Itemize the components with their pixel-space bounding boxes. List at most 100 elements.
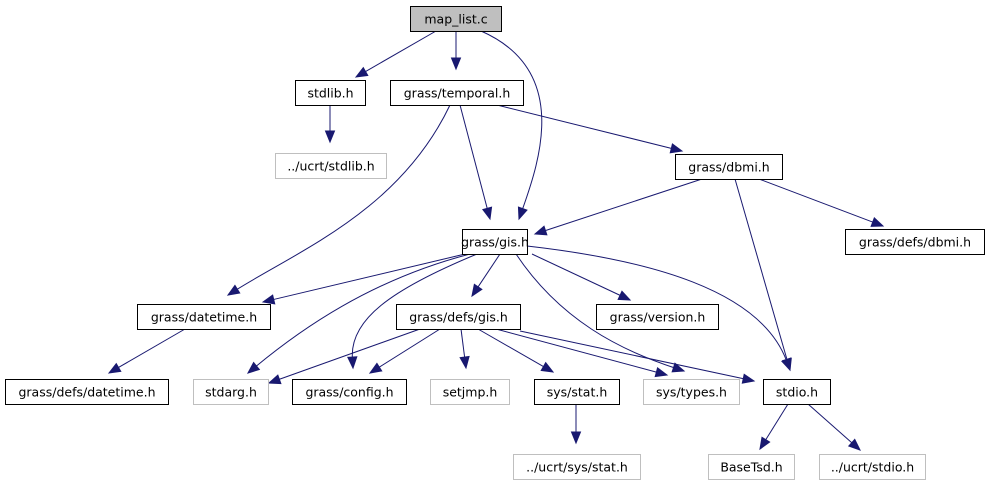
edge-line	[734, 178, 788, 361]
node-box[interactable]	[596, 304, 719, 330]
arrowhead-icon	[741, 373, 756, 384]
node-label: stdio.h	[776, 385, 818, 400]
node-box[interactable]	[675, 154, 783, 180]
node-label: grass/defs/gis.h	[409, 310, 508, 325]
node-grass-version-h[interactable]: grass/version.h	[596, 304, 719, 330]
node-box[interactable]	[390, 80, 524, 106]
node-box	[430, 379, 510, 405]
node-box[interactable]	[292, 379, 407, 405]
edge-line	[495, 328, 658, 373]
node-grass-temporal-h[interactable]: grass/temporal.h	[390, 80, 524, 106]
node-label: grass/datetime.h	[151, 310, 257, 325]
arrowhead-icon	[226, 284, 241, 296]
edge-grass-defs-gis-h-to-sys-types-h	[495, 328, 669, 378]
node-stdio-h[interactable]: stdio.h	[763, 379, 831, 405]
nodes-layer: map_list.c stdlib.h grass/temporal.h ../ucr…	[5, 6, 985, 480]
arrowhead-icon	[471, 283, 483, 298]
node-box[interactable]	[410, 6, 502, 32]
arrowhead-icon	[617, 290, 632, 301]
node-stdlib-h[interactable]: stdlib.h	[295, 80, 366, 106]
node-ucrt-stdio-h: ../ucrt/stdio.h	[819, 454, 926, 480]
node-label: BaseTsd.h	[720, 460, 782, 475]
arrowhead-icon	[459, 355, 470, 370]
node-grass-config-h[interactable]: grass/config.h	[292, 379, 407, 405]
arrowhead-icon	[654, 366, 669, 378]
arrowhead-icon	[540, 361, 555, 373]
node-label: map_list.c	[424, 12, 487, 27]
edge-line	[117, 328, 186, 369]
arrowhead-icon	[246, 361, 261, 374]
edge-line	[496, 104, 673, 150]
node-label: grass/temporal.h	[404, 86, 511, 101]
node-grass-defs-datetime-h[interactable]: grass/defs/datetime.h	[5, 379, 169, 405]
arrowhead-icon	[533, 225, 548, 236]
node-label: grass/dbmi.h	[688, 160, 769, 175]
edge-grass-gis-h-to-grass-defs-gis-h	[471, 253, 501, 298]
edge-line	[758, 178, 874, 223]
edge-line	[519, 330, 745, 380]
edge-grass-dbmi-h-to-grass-gis-h	[533, 178, 703, 236]
edge-map-list-c-to-stdlib-h	[354, 30, 437, 78]
arrowhead-icon	[107, 362, 122, 374]
edge-map-list-c-to-grass-temporal-h	[450, 31, 462, 71]
node-basetsd-h: BaseTsd.h	[708, 454, 795, 480]
node-label: grass/defs/datetime.h	[18, 385, 155, 400]
edge-line	[480, 30, 543, 210]
edge-grass-defs-gis-h-to-setjmp-h	[459, 328, 470, 370]
edge-grass-gis-h-to-sys-types-h	[515, 253, 686, 373]
node-sys-stat-h[interactable]: sys/stat.h	[534, 379, 620, 405]
edge-line	[378, 328, 441, 369]
edge-grass-dbmi-h-to-grass-defs-dbmi-h	[758, 178, 885, 227]
edge-line	[351, 253, 478, 359]
node-label: stdlib.h	[307, 86, 353, 101]
node-box[interactable]	[763, 379, 831, 405]
edge-line	[515, 253, 675, 369]
edge-stdio-h-to-ucrt-stdio-h	[807, 403, 861, 451]
arrowhead-icon	[671, 362, 686, 373]
node-grass-datetime-h[interactable]: grass/datetime.h	[137, 304, 271, 330]
node-ucrt-sys-stat-h: ../ucrt/sys/stat.h	[513, 454, 641, 480]
edge-grass-dbmi-h-to-stdio-h	[734, 178, 792, 372]
node-grass-defs-gis-h[interactable]: grass/defs/gis.h	[396, 304, 521, 330]
node-setjmp-h: setjmp.h	[430, 379, 510, 405]
edge-grass-gis-h-to-grass-version-h	[531, 253, 632, 301]
node-grass-defs-dbmi-h[interactable]: grass/defs/dbmi.h	[845, 229, 985, 255]
edge-grass-gis-h-to-stdarg-h	[246, 253, 471, 374]
node-box[interactable]	[462, 229, 528, 255]
edge-grass-datetime-h-to-grass-defs-datetime-h	[107, 328, 186, 374]
node-box[interactable]	[5, 379, 169, 405]
node-box[interactable]	[295, 80, 366, 106]
edge-map-list-c-to-grass-gis-h	[480, 30, 543, 221]
edge-grass-defs-gis-h-to-stdio-h	[519, 330, 756, 384]
edge-line	[526, 245, 787, 361]
node-label: sys/types.h	[656, 385, 727, 400]
edge-grass-defs-gis-h-to-stdarg-h	[267, 328, 421, 385]
node-grass-gis-h[interactable]: grass/gis.h	[461, 229, 529, 255]
node-box	[275, 153, 387, 179]
node-box	[193, 379, 269, 405]
node-label: grass/config.h	[305, 385, 393, 400]
node-map-list-c[interactable]: map_list.c	[410, 6, 502, 32]
node-box[interactable]	[845, 229, 985, 255]
edge-grass-gis-h-to-grass-config-h	[347, 253, 478, 370]
edge-line	[278, 328, 421, 381]
node-box[interactable]	[396, 304, 521, 330]
edge-line	[255, 253, 471, 368]
edge-grass-defs-gis-h-to-sys-stat-h	[477, 328, 555, 373]
edge-grass-temporal-h-to-grass-datetime-h	[226, 104, 451, 296]
edge-line	[236, 104, 451, 291]
edge-stdlib-h-to-ucrt-stdlib-h	[324, 105, 336, 144]
edge-grass-defs-gis-h-to-grass-config-h	[368, 328, 441, 374]
node-box[interactable]	[137, 304, 271, 330]
edge-grass-gis-h-to-stdio-h	[526, 245, 791, 372]
arrowhead-icon	[324, 130, 336, 144]
node-label: setjmp.h	[443, 385, 498, 400]
node-box	[819, 454, 926, 480]
node-label: grass/defs/dbmi.h	[859, 235, 971, 250]
node-box[interactable]	[534, 379, 620, 405]
node-grass-dbmi-h[interactable]: grass/dbmi.h	[675, 154, 783, 180]
edge-line	[477, 328, 545, 368]
node-label: ../ucrt/stdlib.h	[287, 159, 374, 174]
arrowhead-icon	[570, 431, 582, 445]
